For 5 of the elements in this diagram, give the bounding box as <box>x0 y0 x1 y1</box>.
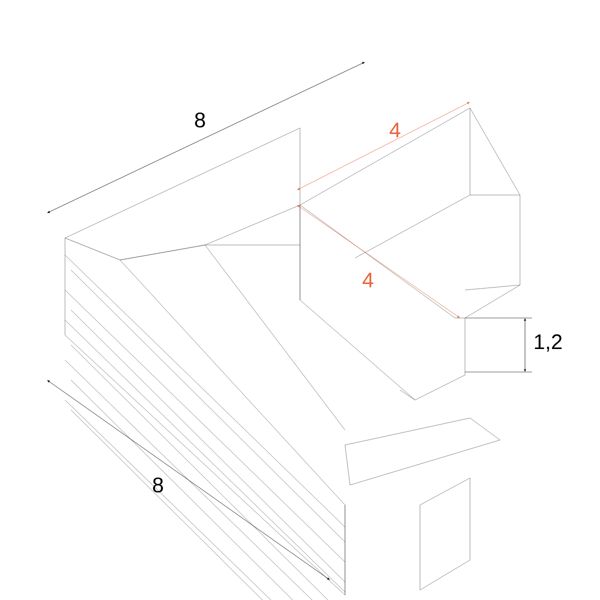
dimension-label: 4 <box>362 272 374 288</box>
dimension-label: 8 <box>153 478 163 492</box>
dimension-label: 1,2 <box>534 334 562 352</box>
dimension-label: 8 <box>195 112 205 128</box>
dimension-label: 4 <box>390 122 400 138</box>
